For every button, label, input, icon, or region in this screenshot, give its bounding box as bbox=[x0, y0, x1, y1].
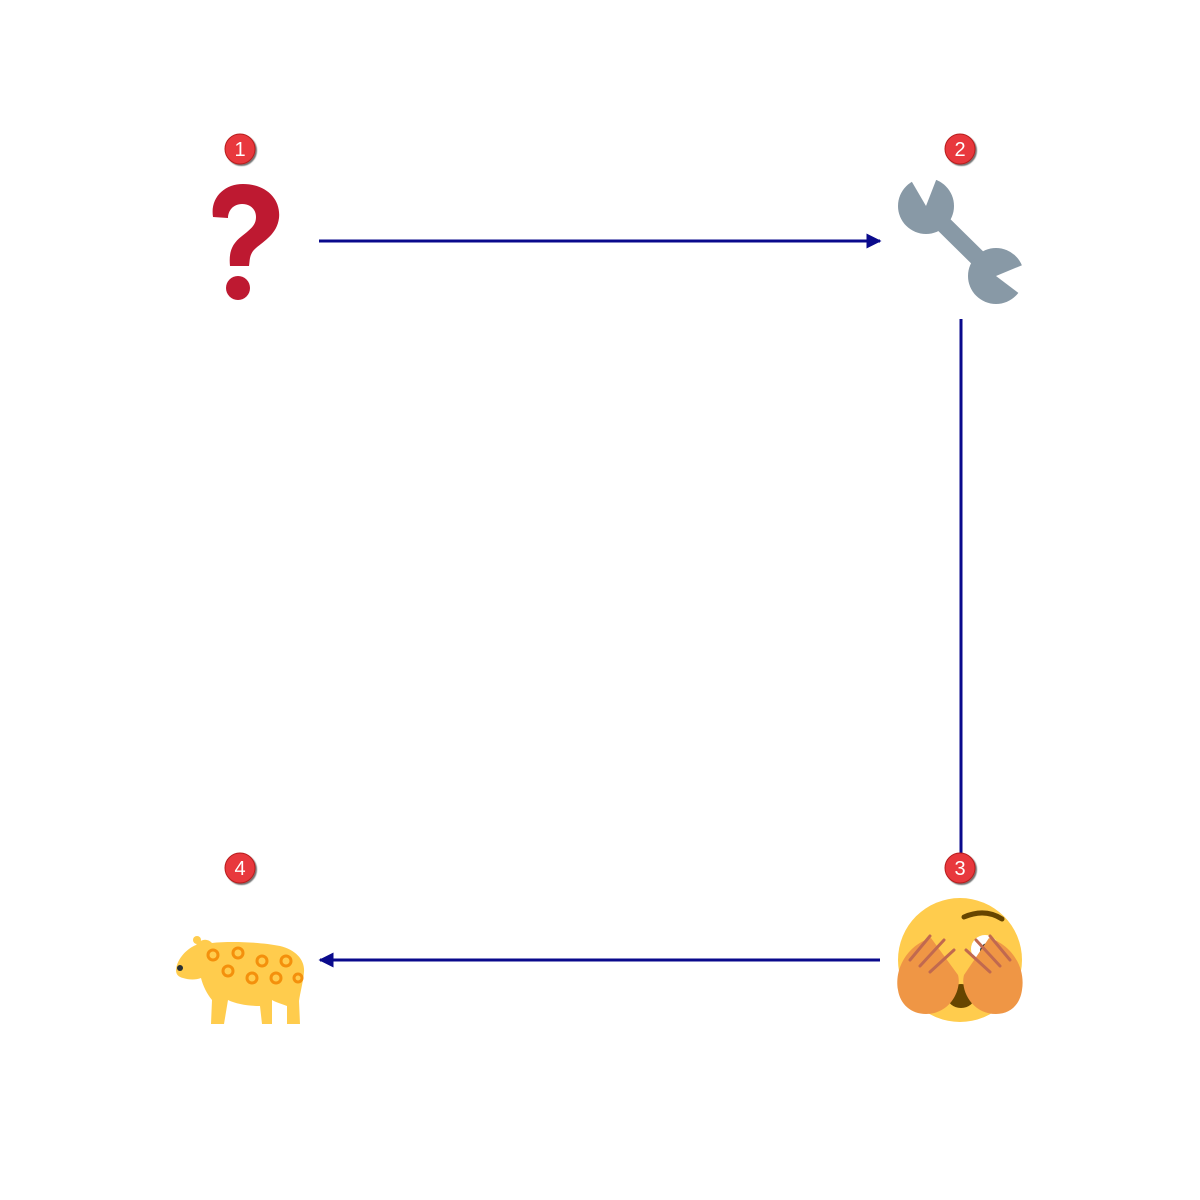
step-4-badge: 4 bbox=[224, 852, 256, 884]
step-4-number: 4 bbox=[234, 858, 245, 880]
step-4: 4 bbox=[176, 852, 305, 1024]
step-2: 2 bbox=[898, 133, 1025, 304]
step-3: 3 bbox=[897, 852, 1023, 1022]
step-3-badge: 3 bbox=[944, 852, 976, 884]
step-2-badge: 2 bbox=[944, 133, 976, 165]
step-1-number: 1 bbox=[234, 139, 245, 161]
step-3-number: 3 bbox=[954, 858, 965, 880]
step-2-number: 2 bbox=[954, 139, 965, 161]
leopard-icon bbox=[176, 936, 305, 1024]
question-mark-icon bbox=[212, 184, 280, 300]
face-with-hand-over-eyes-icon bbox=[897, 898, 1023, 1022]
step-1: 1 bbox=[212, 133, 280, 300]
wrench-icon bbox=[898, 170, 1025, 304]
step-1-badge: 1 bbox=[224, 133, 256, 165]
